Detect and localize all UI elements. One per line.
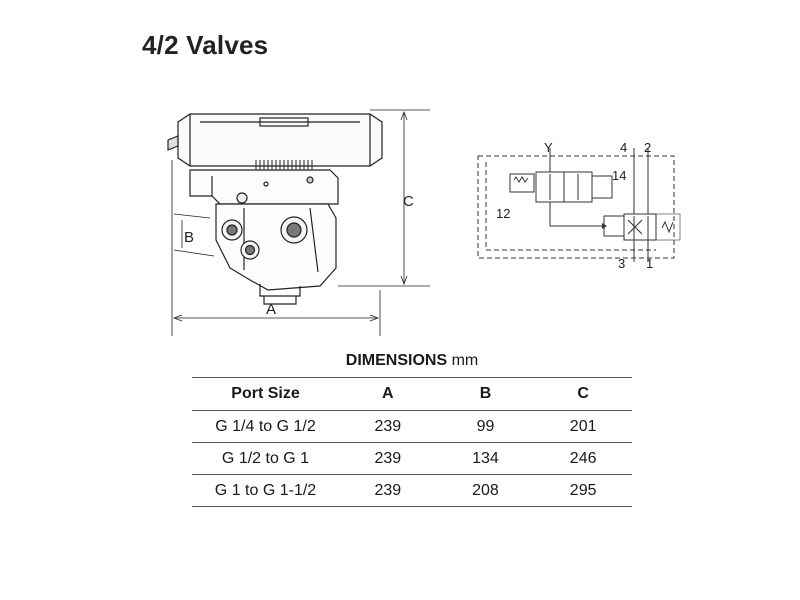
dimension-a-cell: 239 <box>339 442 437 475</box>
dimension-lines <box>171 109 430 336</box>
dimension-b-cell: 134 <box>436 442 535 475</box>
dimension-c-cell: 246 <box>534 442 632 475</box>
port-size-cell: G 1 to G 1-1/2 <box>192 474 339 507</box>
dimension-a-cell: 239 <box>339 410 437 443</box>
port-y-label: Y <box>544 140 553 155</box>
dimensions-heading: DIMENSIONS <box>345 352 448 369</box>
dimensions-table: Port Size A B C G 1/4 to G 1/2 239 99 20… <box>192 377 632 507</box>
port-3-label: 3 <box>618 256 625 271</box>
column-header-a: A <box>339 377 437 411</box>
port-size-cell: G 1/4 to G 1/2 <box>192 410 339 443</box>
dimension-c-cell: 201 <box>534 410 632 443</box>
dimension-b-cell: 208 <box>436 474 535 507</box>
table-header-row: Port Size A B C <box>192 377 632 411</box>
port-1-label: 1 <box>646 256 653 271</box>
dimension-b-cell: 99 <box>436 410 535 443</box>
page-title: 4/2 Valves <box>142 30 269 60</box>
column-header-port-size: Port Size <box>192 377 339 411</box>
dimensions-title: DIMENSIONS mm <box>192 352 632 370</box>
valve-schematic: Y 4 2 14 12 3 1 <box>477 140 681 271</box>
port-4-label: 4 <box>620 140 627 155</box>
dimension-a-label: A <box>266 301 276 318</box>
port-2-label: 2 <box>644 140 651 155</box>
dimension-a-cell: 239 <box>339 474 437 507</box>
port-size-cell: G 1/2 to G 1 <box>192 442 339 475</box>
table-row: G 1/2 to G 1 239 134 246 <box>192 442 632 475</box>
column-header-c: C <box>534 377 632 411</box>
dimensions-unit: mm <box>451 352 479 369</box>
table-row: G 1/4 to G 1/2 239 99 201 <box>192 410 632 443</box>
port-12-label: 12 <box>496 206 510 221</box>
valve-body-drawing <box>167 113 383 305</box>
schematic-lines <box>477 148 681 262</box>
valve-illustration: C A B <box>167 109 430 336</box>
column-header-b: B <box>436 377 535 411</box>
dimension-c-cell: 295 <box>534 474 632 507</box>
dimension-c-label: C <box>403 193 414 210</box>
dimension-b-label: B <box>184 229 194 246</box>
table-row: G 1 to G 1-1/2 239 208 295 <box>192 474 632 507</box>
port-14-label: 14 <box>612 168 626 183</box>
